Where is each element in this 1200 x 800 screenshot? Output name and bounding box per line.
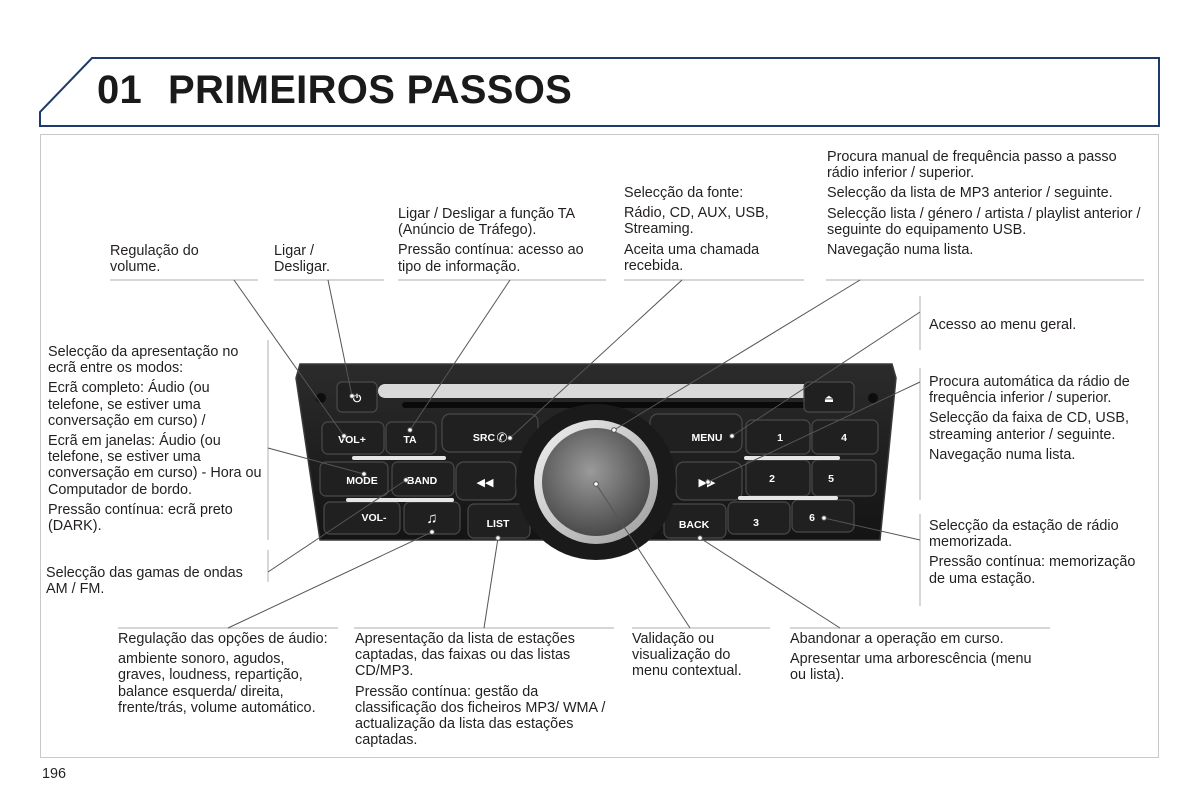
preset-4-button[interactable] — [811, 419, 879, 455]
mode-button[interactable] — [319, 461, 389, 497]
band-label: BAND — [407, 475, 438, 487]
vol-minus-label: VOL- — [361, 512, 387, 524]
preset-2-label: 2 — [769, 473, 775, 485]
power-icon: ⏻ — [353, 392, 362, 405]
annotation-audio: Regulação das opções de áudio: ambiente … — [118, 631, 328, 716]
src-label: SRC — [473, 432, 496, 444]
ta-button[interactable] — [385, 421, 437, 455]
rewind-button[interactable] — [455, 461, 517, 501]
annotation-ta: Ligar / Desligar a função TA (Anúncio de… — [398, 206, 584, 275]
preset-1-label: 1 — [777, 432, 783, 444]
power-button[interactable] — [336, 381, 378, 413]
menu-label: MENU — [692, 432, 723, 444]
annotation-display-mode: Selecção da apresentação no ecrã entre o… — [48, 344, 262, 535]
preset-6-label: 6 — [809, 512, 815, 524]
chapter-title: PRIMEIROS PASSOS — [168, 68, 573, 112]
preset-4-label: 4 — [841, 432, 847, 444]
annotation-validation: Validação ou visualização do menu contex… — [632, 631, 742, 680]
annotation-presets: Selecção da estação de rádio memorizada.… — [929, 518, 1136, 587]
phone-icon: ✆ — [497, 430, 508, 445]
content-frame — [40, 134, 1159, 758]
preset-5-label: 5 — [828, 473, 834, 485]
rewind-icon: ◀◀ — [477, 477, 494, 489]
chapter-number: 01 — [97, 68, 143, 112]
preset-2-button[interactable] — [745, 459, 811, 497]
annotation-auto-search: Procura automática da rádio de frequênci… — [929, 374, 1130, 463]
leader-lines — [227, 279, 921, 629]
chapter-header-frame — [39, 57, 1160, 127]
annotation-band: Selecção das gamas de ondas AM / FM. — [46, 565, 243, 598]
back-label: BACK — [679, 519, 710, 531]
vol-plus-button[interactable] — [321, 421, 385, 455]
mode-label: MODE — [346, 475, 378, 487]
preset-1-button[interactable] — [745, 419, 811, 455]
eject-button[interactable] — [803, 381, 855, 413]
eject-icon: ⏏ — [824, 393, 834, 405]
annotation-source: Selecção da fonte: Rádio, CD, AUX, USB, … — [624, 185, 769, 274]
annotation-manual-search: Procura manual de frequência passo a pas… — [827, 149, 1141, 259]
ta-label: TA — [403, 434, 417, 446]
annotation-menu: Acesso ao menu geral. — [929, 317, 1077, 333]
annotation-list: Apresentação da lista de estações captad… — [355, 631, 606, 749]
band-button[interactable] — [391, 461, 455, 497]
annotation-volume: Regulação do volume. — [110, 243, 199, 276]
list-label: LIST — [487, 518, 510, 530]
annotation-power: Ligar / Desligar. — [274, 243, 330, 276]
page-number: 196 — [42, 766, 67, 782]
annotation-back: Abandonar a operação em curso. Apresenta… — [790, 631, 1032, 684]
preset-5-button[interactable] — [811, 459, 877, 497]
preset-3-label: 3 — [753, 517, 759, 529]
preset-3-button[interactable] — [727, 501, 791, 535]
music-note-icon: ♫ — [426, 510, 437, 527]
